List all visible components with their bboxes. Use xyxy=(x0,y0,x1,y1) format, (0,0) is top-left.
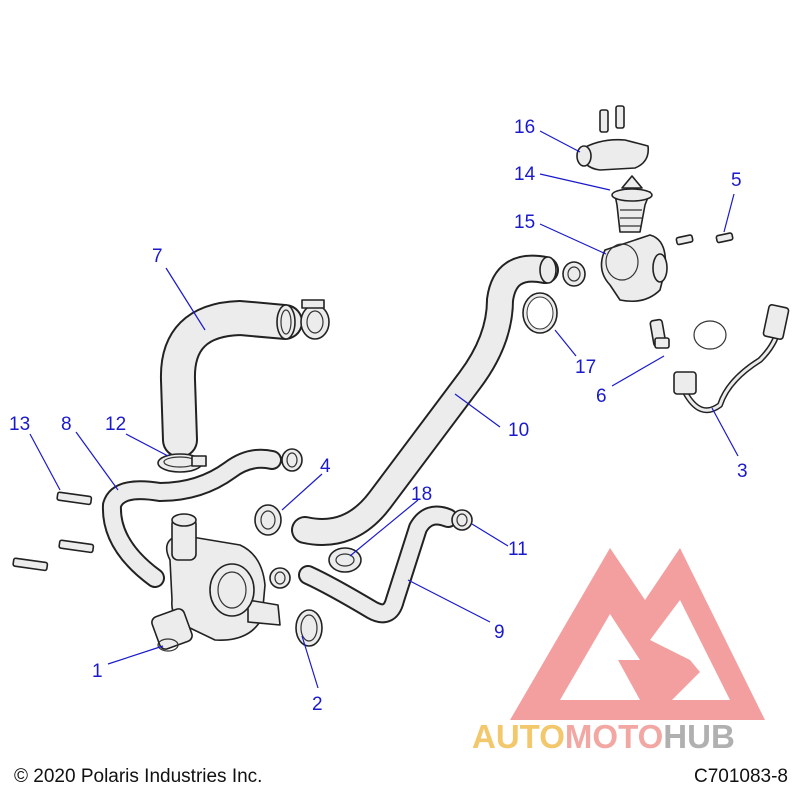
watermark-auto: AUTO xyxy=(472,718,565,755)
part-13-bolts xyxy=(12,491,95,572)
part-10-hose xyxy=(291,254,559,546)
callout-15: 15 xyxy=(514,212,535,233)
watermark-moto: MOTO xyxy=(564,718,664,755)
part-17-o-ring xyxy=(522,292,558,334)
callout-10: 10 xyxy=(508,420,529,441)
part-clamp-10 xyxy=(562,261,586,287)
callout-2: 2 xyxy=(312,694,323,715)
callout-16: 16 xyxy=(514,117,535,138)
callout-8: 8 xyxy=(61,414,72,435)
callout-12: 12 xyxy=(105,414,126,435)
part-12-clamp xyxy=(157,453,207,473)
part-15-thermostat-housing xyxy=(600,234,668,303)
automotohub-watermark-text: AUTOMOTOHUB xyxy=(472,718,735,756)
part-clamp-upper xyxy=(300,299,330,340)
part-4-clamp xyxy=(254,504,282,536)
watermark-hub: HUB xyxy=(663,718,735,755)
callout-1: 1 xyxy=(92,661,103,682)
part-11-clamp xyxy=(451,509,473,531)
part-6-sensor xyxy=(649,318,670,349)
part-5-bolts xyxy=(675,232,734,246)
callout-5: 5 xyxy=(731,170,742,191)
leader-lines xyxy=(29,130,739,689)
copyright-notice: © 2020 Polaris Industries Inc. xyxy=(14,766,263,787)
part-14-thermostat xyxy=(611,175,653,233)
diagram-part-number: C701083-8 xyxy=(693,766,788,787)
part-7-upper-hose xyxy=(159,300,303,458)
part-16-thermostat-cover xyxy=(576,105,650,171)
part-9-hose xyxy=(298,505,458,624)
callout-11: 11 xyxy=(508,539,528,560)
callout-3: 3 xyxy=(737,461,748,482)
part-2-o-ring xyxy=(295,609,323,647)
callout-18: 18 xyxy=(411,484,432,505)
part-clamp-pump-outlet xyxy=(269,567,291,589)
callout-17: 17 xyxy=(575,357,596,378)
callout-7: 7 xyxy=(152,246,163,267)
part-1-water-pump xyxy=(151,513,281,652)
part-3-harness xyxy=(673,304,790,414)
automotohub-logo xyxy=(510,548,765,720)
callout-13: 13 xyxy=(9,414,30,435)
callout-6: 6 xyxy=(596,386,607,407)
part-clamp-8 xyxy=(281,448,303,472)
part-8-hose xyxy=(101,448,282,588)
callout-labels: 1 2 3 4 5 6 7 8 9 10 11 12 13 14 15 16 1… xyxy=(9,117,748,715)
callout-14: 14 xyxy=(514,164,536,185)
callout-4: 4 xyxy=(320,456,331,477)
callout-9: 9 xyxy=(494,622,505,643)
